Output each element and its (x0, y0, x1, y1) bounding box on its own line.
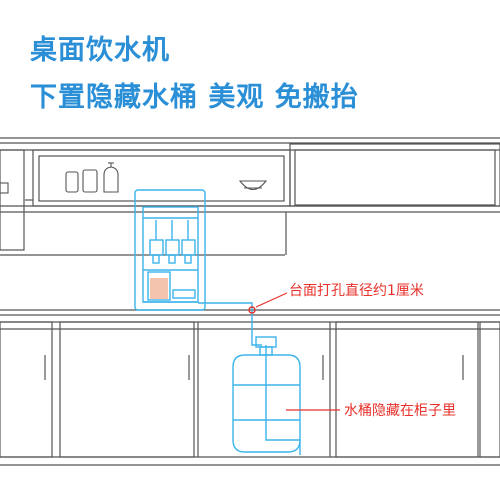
headline-subtitle: 下置隐藏水桶 美观 免搬抬 (30, 82, 359, 113)
upper-cabinets (0, 137, 500, 256)
countertop-hole-marker (248, 306, 256, 314)
water-dispenser (134, 189, 206, 311)
countertop-hole-callout: 台面打孔直径约1厘米 (289, 283, 424, 299)
dispenser-taps (149, 220, 196, 264)
dispenser-cup-fill (150, 278, 168, 299)
hidden-bucket-callout: 水桶隐藏在柜子里 (344, 403, 456, 419)
callout-line-hole (255, 292, 288, 308)
water-bucket (232, 336, 301, 453)
headline-title: 桌面饮水机 (30, 35, 170, 66)
base-cabinets (0, 321, 500, 466)
shelf-jars (0, 162, 268, 194)
water-hose (198, 302, 301, 455)
